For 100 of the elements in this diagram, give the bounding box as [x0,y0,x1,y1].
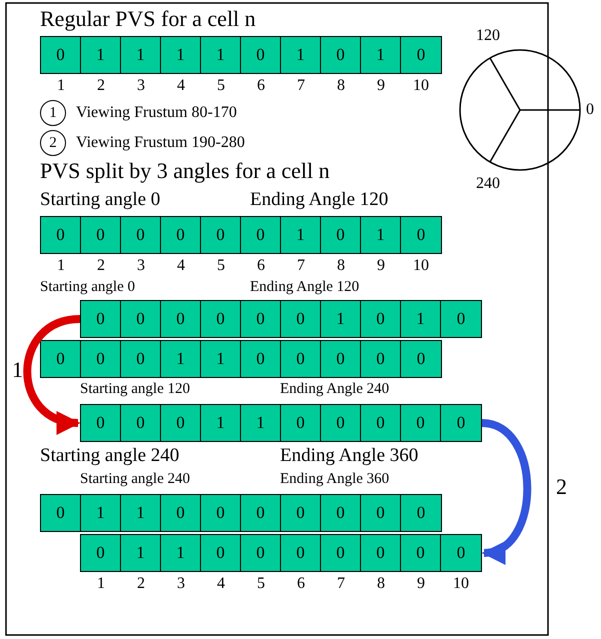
bit-cell: 0 [121,217,161,253]
bit-cell-text: 0 [416,224,426,246]
bit-cell: 0 [281,535,321,571]
heading-text: PVS split by 3 angles for a cell n [40,160,330,182]
angle-label: Starting angle 240 [80,472,190,487]
index-number: 9 [416,576,426,592]
index-number: 3 [136,78,146,94]
bit-cell: 0 [361,301,401,337]
bit-cell: 0 [361,405,401,441]
bit-cell-text: 0 [416,502,426,524]
bit-cell: 0 [401,405,441,441]
angle-label: Starting angle 120 [80,382,190,397]
index-number: 6 [256,78,266,94]
bit-cell: 0 [161,495,201,531]
bit-cell: 0 [121,405,161,441]
bit-cell: 0 [241,341,281,377]
index-number: 7 [296,258,306,274]
bit-cell: 0 [401,535,441,571]
bit-cell: 1 [241,405,281,441]
bit-cell: 1 [161,535,201,571]
bit-cell: 1 [281,37,321,73]
bit-cell: 1 [121,495,161,531]
angle-label: Ending Angle 360 [280,472,390,487]
angle-label: 240 [476,176,500,192]
heading-text: Regular PVS for a cell n [40,8,256,30]
bit-cell: 0 [201,217,241,253]
index-number: 2 [96,258,106,274]
index-number: 1 [56,78,66,94]
index-number: 5 [216,258,226,274]
bit-cell: 1 [81,495,121,531]
bit-cell: 1 [361,217,401,253]
bit-cell: 0 [41,217,81,253]
bit-cell: 1 [161,341,201,377]
index-number: 2 [96,78,106,94]
index-number: 6 [256,258,266,274]
index-number: 3 [136,258,146,274]
bit-cell: 0 [321,535,361,571]
bit-cell: 0 [281,405,321,441]
bit-cell: 0 [161,301,201,337]
bit-cell: 0 [361,535,401,571]
bit-cell: 0 [241,37,281,73]
index-number: 8 [336,258,346,274]
bit-cell: 0 [201,301,241,337]
index-number: 1 [96,576,106,592]
index-number: 7 [296,78,306,94]
bit-row [40,340,442,378]
bit-row [80,534,482,572]
bit-cell: 0 [361,495,401,531]
index-number: 9 [376,258,386,274]
index-number: 10 [412,78,430,94]
bit-cell: 1 [161,37,201,73]
bit-cell: 0 [81,535,121,571]
bit-cell: 0 [321,217,361,253]
angle-label: Starting angle 0 [40,280,135,295]
bit-cell: 0 [321,495,361,531]
bit-cell: 0 [41,341,81,377]
bit-cell: 0 [81,217,121,253]
bit-cell: 0 [321,37,361,73]
index-number: 7 [336,576,346,592]
bit-cell: 0 [121,301,161,337]
caption-text: Viewing Frustum 80-170 [76,105,237,121]
index-number: 3 [176,576,186,592]
bit-cell: 0 [81,405,121,441]
bit-cell: 0 [201,495,241,531]
numbered-circle: 1 [40,100,66,126]
angle-label: 120 [476,28,500,44]
bit-cell: 1 [401,301,441,337]
heading-text: Starting angle 0 [40,190,160,209]
index-number: 10 [452,576,470,592]
bit-cell: 1 [121,535,161,571]
caption-text: Viewing Frustum 190-280 [76,135,245,151]
bit-cell: 1 [201,341,241,377]
angle-label: 0 [586,102,594,118]
bit-cell-text: 0 [456,308,466,330]
bit-cell: 1 [321,301,361,337]
bit-cell: 0 [81,341,121,377]
numbered-circle: 2 [40,130,66,156]
bit-cell: 0 [241,217,281,253]
index-number: 9 [376,78,386,94]
bit-cell: 0 [321,341,361,377]
bit-row [40,494,442,532]
heading-text: Starting angle 240 [40,446,180,465]
bit-cell: 0 [41,37,81,73]
index-number: 8 [336,78,346,94]
bit-cell: 0 [41,495,81,531]
index-number: 2 [136,576,146,592]
bit-row [80,404,482,442]
angle-label: Ending Angle 120 [250,280,360,295]
index-number: 6 [296,576,306,592]
bit-cell-text: 0 [416,44,426,66]
bit-cell: 0 [281,495,321,531]
index-number: 1 [56,258,66,274]
bit-cell: 1 [201,405,241,441]
bit-cell: 0 [321,405,361,441]
bit-cell: 0 [241,535,281,571]
bit-cell: 0 [81,301,121,337]
index-number: 5 [256,576,266,592]
bit-cell: 0 [161,217,201,253]
bit-cell: 1 [201,37,241,73]
index-number: 8 [376,576,386,592]
